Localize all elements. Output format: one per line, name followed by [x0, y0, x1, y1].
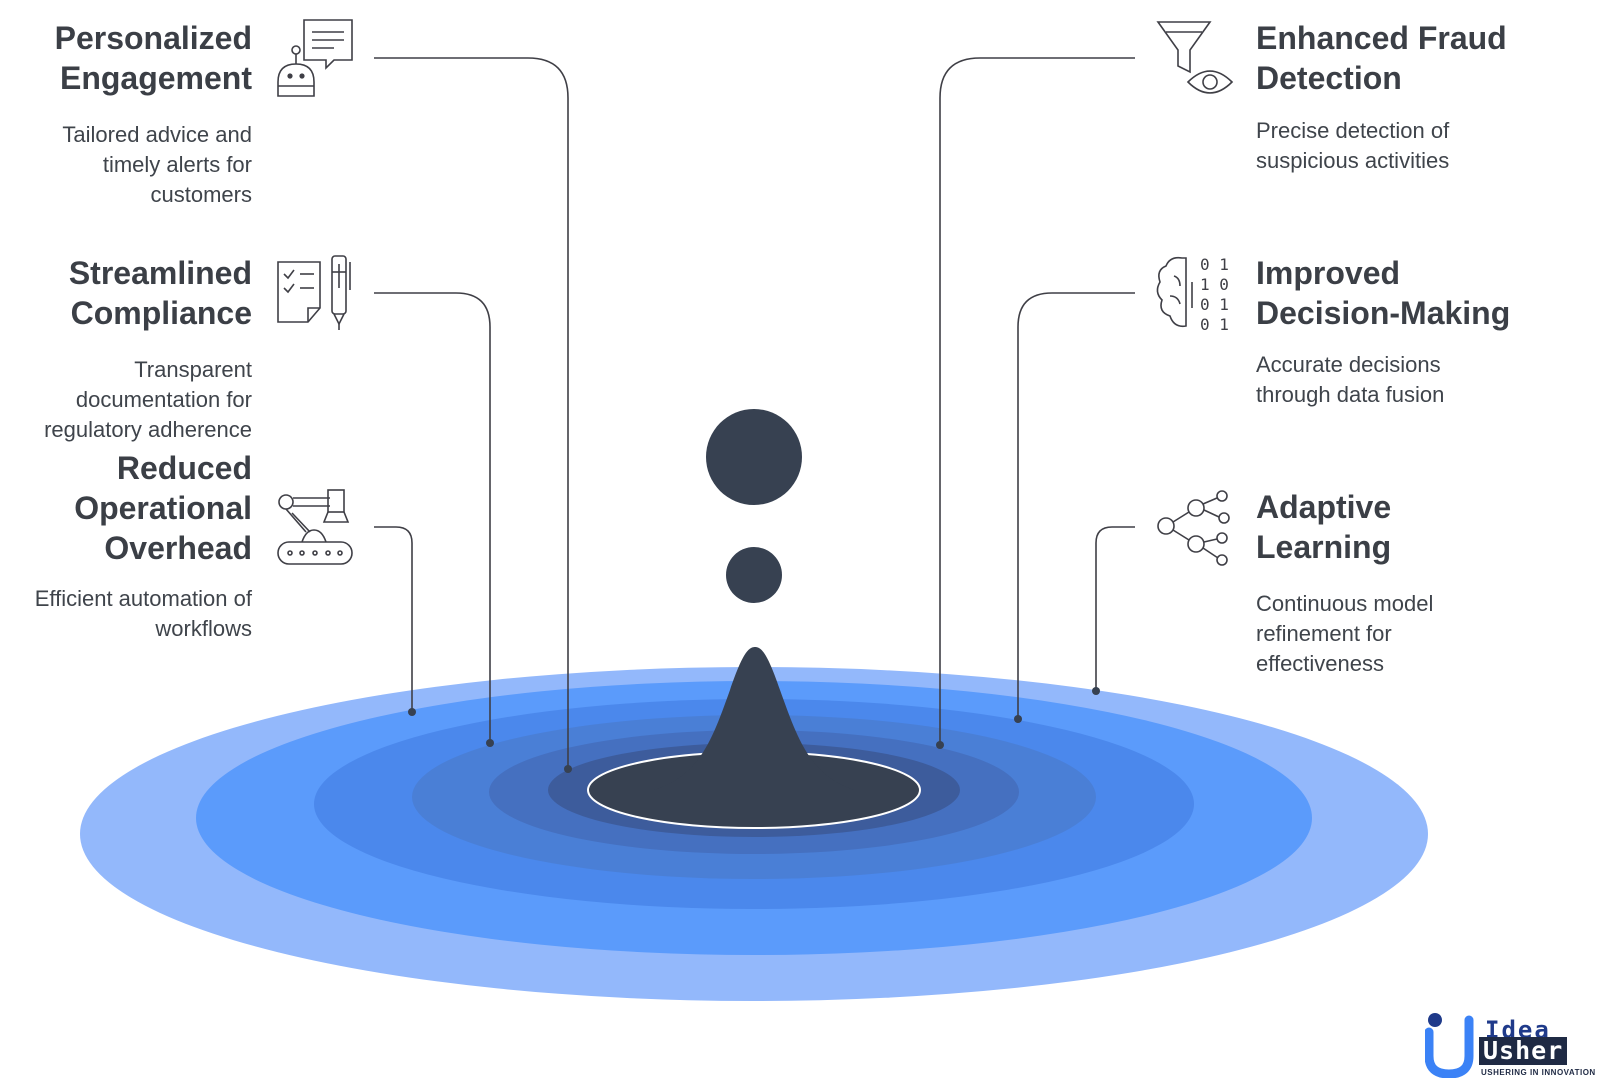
chatbot-icon [272, 16, 358, 102]
funnel-eye-icon [1152, 16, 1238, 102]
connector-overhead [374, 526, 413, 712]
item-title: Enhanced Fraud Detection [1256, 20, 1507, 96]
checklist-pen-icon [272, 252, 358, 332]
item-title: Improved Decision-Making [1256, 255, 1511, 331]
robot-arm-conveyor-icon [272, 486, 358, 570]
svg-text:1 0: 1 0 [1200, 275, 1229, 294]
network-nodes-icon [1152, 488, 1238, 568]
item-title: Streamlined Compliance [68, 255, 252, 331]
connector-dot-adaptive [1092, 687, 1100, 695]
logo-tagline: USHERING IN INNOVATION [1481, 1068, 1596, 1077]
connector-adaptive [1095, 526, 1135, 691]
item-description: Precise detection of suspicious activiti… [1256, 118, 1450, 173]
droplet-large [706, 409, 802, 505]
connector-decision [1017, 292, 1135, 719]
brain-binary-icon: 0 1 1 0 0 1 0 1 [1152, 252, 1238, 334]
item-title: Reduced Operational Overhead [74, 450, 252, 566]
item-description: Continuous model refinement for effectiv… [1256, 591, 1434, 676]
connector-dot-overhead [408, 708, 416, 716]
connector-dot-fraud [936, 741, 944, 749]
idea-usher-logo: Idea Usher USHERING IN INNOVATION [1425, 1012, 1595, 1082]
svg-text:0 1: 0 1 [1200, 295, 1229, 314]
connector-dot-decision [1014, 715, 1022, 723]
connector-personalized [374, 57, 569, 769]
logo-word-usher: Usher [1479, 1037, 1568, 1065]
connector-dot-personalized [564, 765, 572, 773]
item-title: Adaptive Learning [1256, 489, 1392, 565]
splash-peak [654, 647, 854, 790]
logo-mark-icon [1425, 1013, 1474, 1078]
connector-fraud [939, 57, 1135, 745]
svg-text:0 1: 0 1 [1200, 315, 1229, 334]
item-title: Personalized Engagement [54, 20, 252, 96]
item-description: Transparent documentation for regulatory… [44, 357, 252, 442]
svg-text:0 1: 0 1 [1200, 255, 1229, 274]
item-description: Efficient automation of workflows [34, 586, 252, 641]
droplet-small [726, 547, 782, 603]
item-description: Accurate decisions through data fusion [1256, 352, 1445, 407]
item-description: Tailored advice and timely alerts for cu… [62, 122, 252, 207]
connector-dot-compliance [486, 739, 494, 747]
connector-compliance [374, 292, 491, 743]
